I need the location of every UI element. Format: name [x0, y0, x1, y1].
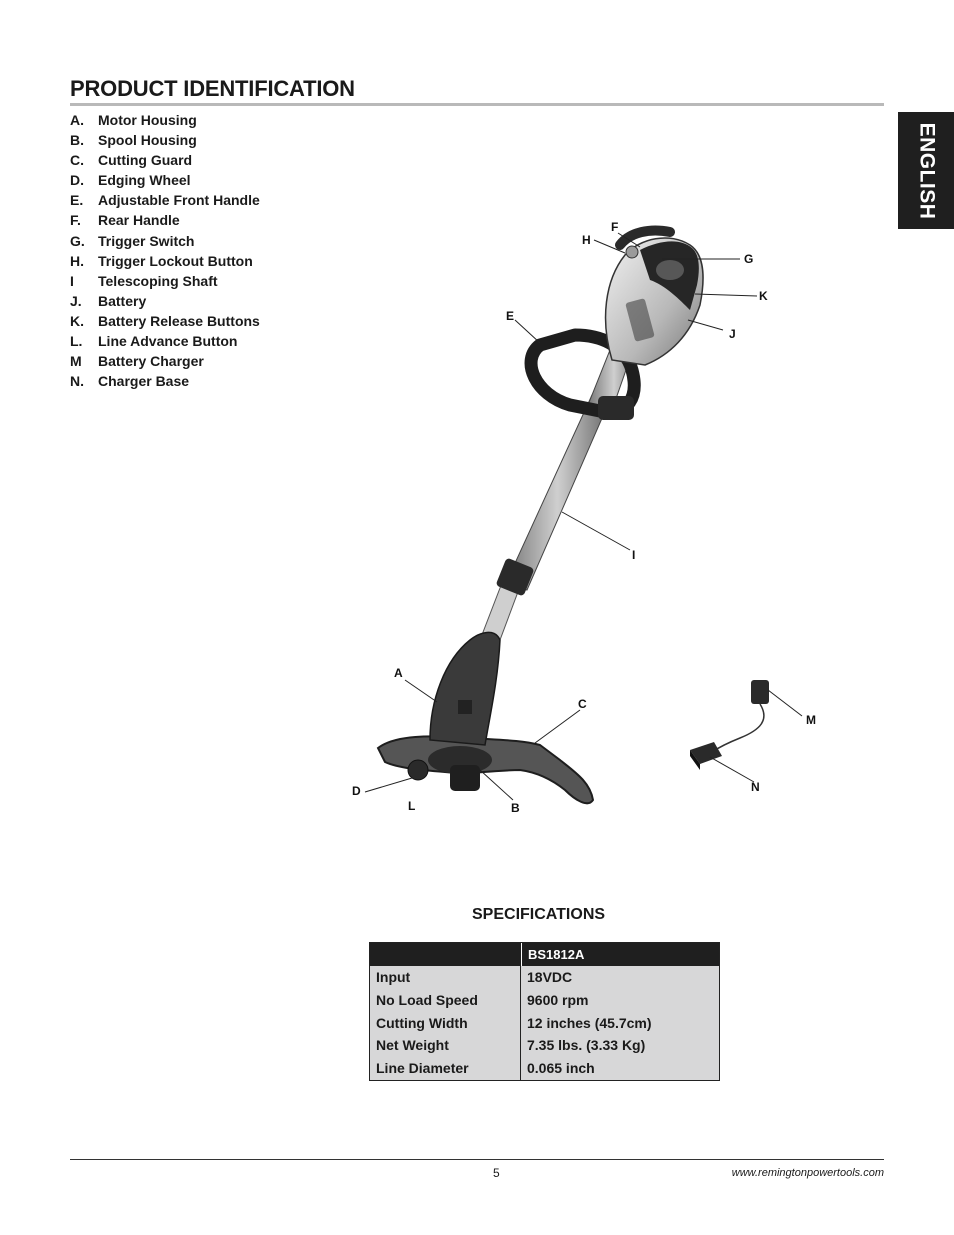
part-key: M — [70, 353, 82, 370]
front-handle — [524, 328, 641, 420]
part-item: G. Trigger Switch — [70, 231, 260, 251]
spec-label: No Load Speed — [370, 988, 521, 1012]
cutting-head — [376, 631, 595, 805]
spec-header-row: BS1812A — [370, 943, 719, 966]
part-label: Spool Housing — [98, 132, 197, 149]
callout-h: H — [582, 233, 591, 247]
callout-b: B — [511, 801, 520, 815]
specifications-title: SPECIFICATIONS — [472, 906, 606, 923]
spec-model: BS1812A — [521, 943, 719, 966]
part-key: I — [70, 272, 74, 289]
spec-value: 18VDC — [527, 969, 573, 985]
parts-list: A. Motor Housing B. Spool Housing C. Cuttin… — [70, 110, 260, 391]
part-item: D. Edging Wheel — [70, 170, 260, 190]
callout-a: A — [394, 666, 403, 680]
part-label: Telescoping Shaft — [98, 272, 218, 289]
callout-e: E — [506, 309, 514, 323]
spec-label: Cutting Width — [370, 1011, 521, 1035]
part-item: J. Battery — [70, 291, 260, 311]
part-item: H. Trigger Lockout Button — [70, 251, 260, 271]
part-item: B. Spool Housing — [70, 130, 260, 150]
callout-c: C — [578, 697, 587, 711]
part-item: F. Rear Handle — [70, 210, 260, 230]
spec-value: 9600 rpm — [527, 991, 589, 1008]
spec-value: 0.065 inch — [527, 1060, 595, 1077]
callout-k: K — [759, 289, 768, 303]
part-label: Battery — [98, 292, 147, 309]
part-label: Charger Base — [98, 373, 190, 390]
website-link[interactable]: www.remingtonpowertools.com — [731, 1167, 884, 1179]
table-row: Cutting Width 12 inches (45.7cm) — [370, 1011, 719, 1035]
part-label: Battery Charger — [98, 353, 204, 370]
part-key: J. — [70, 292, 82, 309]
part-key: N. — [70, 373, 84, 390]
table-row: Line Diameter 0.065 inch — [370, 1057, 719, 1080]
part-item: E. Adjustable Front Handle — [70, 190, 260, 210]
part-key: H. — [70, 252, 84, 269]
spec-value: 12 inches (45.7cm) — [527, 1014, 652, 1031]
part-label: Line Advance Button — [98, 333, 238, 350]
part-label: Rear Handle — [98, 212, 180, 229]
specifications-table: BS1812A Input 18VDC No Load Speed 9600 r… — [369, 942, 720, 1081]
trimmer-diagram: F H G K J E I A C M N D L B — [352, 220, 816, 815]
part-label: Battery Release Buttons — [98, 312, 260, 329]
callout-i: I — [632, 548, 635, 562]
part-key: F. — [70, 212, 81, 229]
spec-label: Line Diameter — [370, 1057, 521, 1080]
part-item: A. Motor Housing — [70, 110, 260, 130]
table-row: Input 18VDC — [370, 966, 719, 989]
part-key: D. — [70, 172, 84, 189]
part-label: Cutting Guard — [98, 152, 193, 169]
table-row: No Load Speed 9600 rpm — [370, 988, 719, 1012]
language-tab: ENGLISH — [898, 112, 954, 229]
part-key: K. — [70, 312, 84, 329]
callout-l: L — [408, 799, 415, 813]
part-item: K. Battery Release Buttons — [70, 311, 260, 331]
callout-j: J — [729, 327, 736, 341]
part-item: C. Cutting Guard — [70, 150, 260, 170]
language-tab-label: ENGLISH — [915, 122, 938, 219]
charger-base — [690, 742, 722, 770]
part-key: E. — [70, 192, 84, 209]
part-key: B. — [70, 132, 84, 149]
rear-housing — [604, 225, 704, 366]
part-item: N. Charger Base — [70, 371, 260, 391]
callout-n: N — [751, 780, 760, 794]
part-item: L. Line Advance Button — [70, 331, 260, 351]
part-item: M Battery Charger — [70, 351, 260, 371]
footer-divider — [70, 1159, 884, 1160]
telescoping-shaft — [479, 324, 641, 641]
page-number: 5 — [493, 1166, 500, 1180]
callout-leaders — [364, 232, 803, 801]
part-key: C. — [70, 152, 84, 169]
spec-value: 7.35 lbs. (3.33 Kg) — [527, 1037, 646, 1054]
part-label: Adjustable Front Handle — [98, 192, 260, 209]
part-label: Trigger Switch — [98, 232, 195, 249]
spec-label: Net Weight — [370, 1034, 521, 1058]
part-key: A. — [70, 112, 84, 128]
callout-d: D — [352, 784, 361, 798]
table-row: Net Weight 7.35 lbs. (3.33 Kg) — [370, 1034, 719, 1058]
title-divider — [70, 103, 884, 106]
page-title: PRODUCT IDENTIFICATION — [70, 76, 355, 101]
part-key: L. — [70, 333, 83, 350]
callout-g: G — [744, 252, 753, 266]
battery-charger — [711, 680, 769, 753]
callout-m: M — [806, 713, 816, 727]
part-label: Motor Housing — [98, 112, 197, 128]
part-item: I Telescoping Shaft — [70, 271, 260, 291]
callout-f: F — [611, 220, 618, 234]
spec-label: Input — [370, 966, 521, 989]
part-label: Edging Wheel — [98, 172, 191, 189]
part-key: G. — [70, 232, 85, 249]
part-label: Trigger Lockout Button — [98, 252, 253, 269]
